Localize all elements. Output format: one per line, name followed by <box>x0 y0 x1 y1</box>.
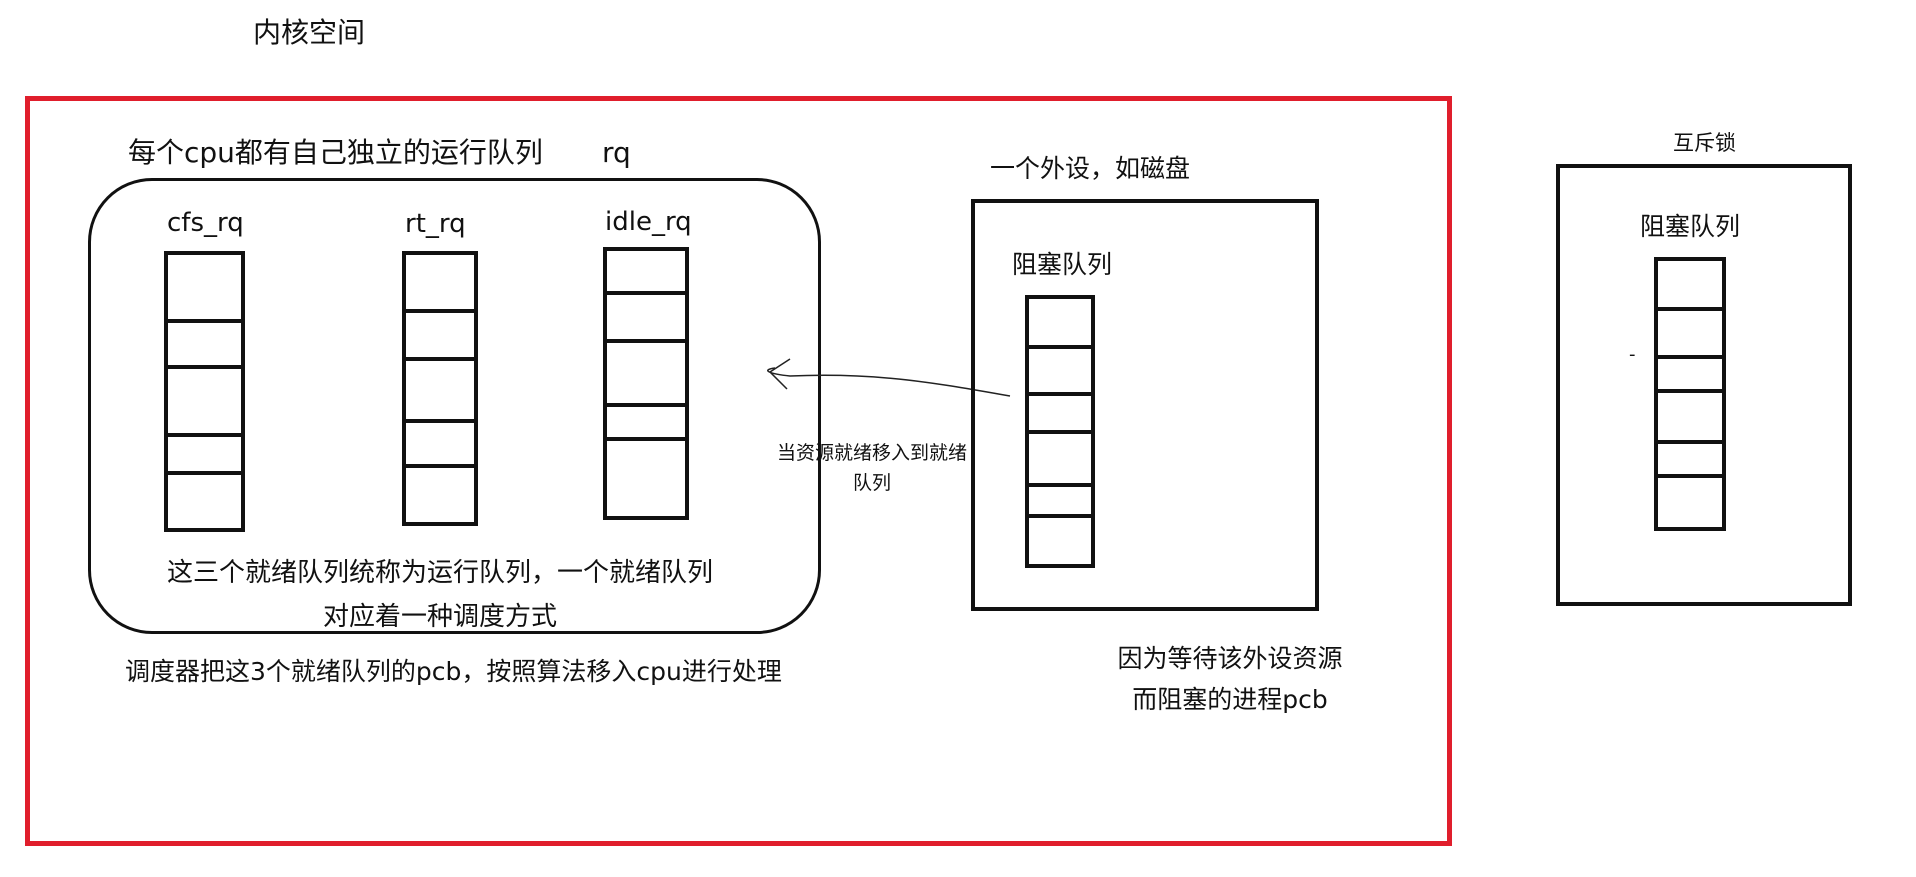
queue-slot-divider <box>164 318 245 323</box>
device-caption-line1: 因为等待该外设资源 <box>1117 644 1343 673</box>
mutex-blocked-queue <box>1654 257 1726 531</box>
arrow-note-line1: 当资源就绪移入到就绪 <box>776 442 967 464</box>
queue-slot-divider <box>603 339 689 344</box>
runqueue-note: 这三个就绪队列统称为运行队列，一个就绪队列 对应着一种调度方式 <box>140 551 740 639</box>
mutex-queue-label: 阻塞队列 <box>1640 212 1741 241</box>
device-heading: 一个外设，如磁盘 <box>990 154 1191 183</box>
idle-rq-label: idle_rq <box>605 207 692 237</box>
kernel-space-title: 内核空间 <box>253 16 366 49</box>
queue-slot-divider <box>402 463 478 468</box>
queue-slot-divider <box>402 309 478 314</box>
cfs-rq-queue <box>164 251 245 532</box>
queue-slot-divider <box>1654 306 1726 311</box>
queue-slot-divider <box>164 364 245 369</box>
queue-slot-divider <box>1025 514 1095 519</box>
queue-slot-divider <box>164 433 245 438</box>
device-frame <box>971 199 1319 611</box>
kernel-space-frame <box>25 96 1452 846</box>
rt-rq-queue <box>402 251 478 526</box>
runqueue-container <box>88 178 821 634</box>
device-blocked-queue <box>1025 295 1095 568</box>
rt-rq-label: rt_rq <box>405 209 466 239</box>
device-caption-line2: 而阻塞的进程pcb <box>1132 685 1328 714</box>
mutex-frame <box>1556 164 1852 606</box>
arrow-note-line2: 队列 <box>852 472 891 494</box>
device-queue-label: 阻塞队列 <box>1012 250 1113 279</box>
queue-slot-divider <box>603 402 689 407</box>
queue-slot-divider <box>1025 429 1095 434</box>
mutex-heading: 互斥锁 <box>1673 131 1736 155</box>
runqueue-note-line2: 对应着一种调度方式 <box>322 602 557 632</box>
queue-slot-divider <box>164 471 245 476</box>
queue-slot-divider <box>1025 392 1095 397</box>
scheduler-note: 调度器把这3个就绪队列的pcb，按照算法移入cpu进行处理 <box>125 657 782 686</box>
mutex-mark: - <box>1629 344 1636 365</box>
runqueue-heading: 每个cpu都有自己独立的运行队列 <box>128 136 543 169</box>
queue-slot-divider <box>1654 439 1726 444</box>
queue-slot-divider <box>1654 474 1726 479</box>
runqueue-name: rq <box>602 136 631 169</box>
queue-slot-divider <box>1025 344 1095 349</box>
arrow-note: 当资源就绪移入到就绪 队列 <box>772 438 972 498</box>
queue-slot-divider <box>1025 482 1095 487</box>
queue-slot-divider <box>1654 354 1726 359</box>
cfs-rq-label: cfs_rq <box>167 208 244 238</box>
queue-slot-divider <box>603 437 689 442</box>
device-caption: 因为等待该外设资源 而阻塞的进程pcb <box>1100 638 1360 720</box>
idle-rq-queue <box>603 247 689 520</box>
queue-slot-divider <box>402 418 478 423</box>
queue-slot-divider <box>1654 389 1726 394</box>
queue-slot-divider <box>603 291 689 296</box>
queue-slot-divider <box>402 357 478 362</box>
runqueue-note-line1: 这三个就绪队列统称为运行队列，一个就绪队列 <box>166 558 713 588</box>
